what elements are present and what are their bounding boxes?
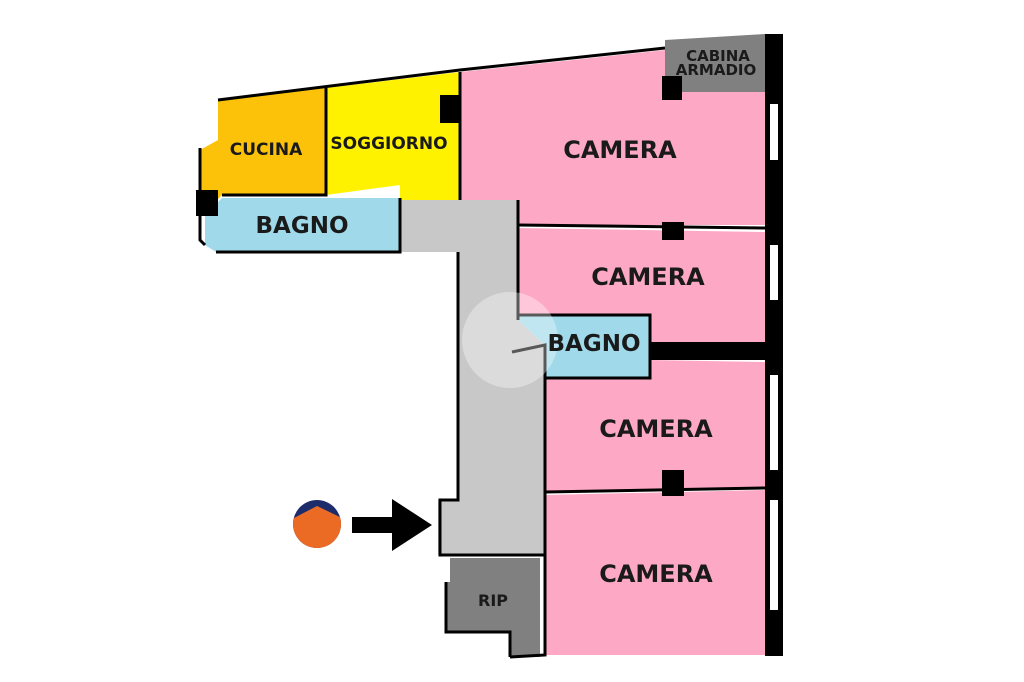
arrow-right-icon [352,499,432,551]
room-camera-2 [518,228,778,348]
label-rip: RIP [478,591,508,610]
label-camera-1: CAMERA [563,136,677,164]
room-bagno-1 [205,198,400,252]
label-soggiorno: SOGGIORNO [330,134,447,154]
room-cucina [200,88,326,212]
watermark-circle [462,292,558,388]
pillar [662,470,684,496]
label-cabina: CABINA [686,47,750,65]
pillar [662,222,684,240]
label-bagno-2: BAGNO [547,331,640,357]
label-camera-4: CAMERA [599,560,713,588]
label-bagno-1: BAGNO [255,213,348,239]
pillar [196,190,218,216]
room-cabina-armadio [665,34,765,92]
label-camera-3: CAMERA [599,415,713,443]
exterior-wall-right [765,34,783,656]
agency-logo [293,500,341,548]
label-cucina: CUCINA [230,140,303,160]
pillar [650,342,765,360]
pillar [440,95,460,123]
label-armadio: ARMADIO [676,61,756,79]
room-soggiorno [326,72,460,200]
room-corridor [400,200,545,555]
room-camera-4 [545,490,778,655]
pillar [662,76,682,100]
room-bagno-2 [518,315,650,378]
room-camera-3 [545,360,778,492]
room-rip [446,558,540,657]
room-camera-1 [460,50,778,225]
label-camera-2: CAMERA [591,263,705,291]
